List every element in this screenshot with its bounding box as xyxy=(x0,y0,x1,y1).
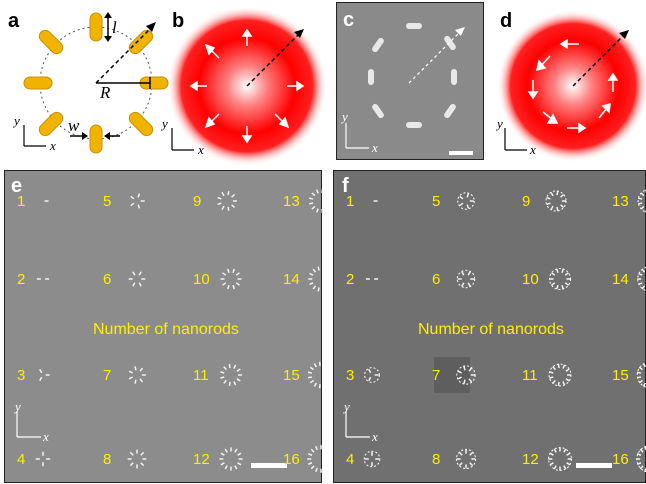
sample-number: 2 xyxy=(17,271,25,288)
sample-number: 7 xyxy=(103,367,111,384)
sample-number: 7 xyxy=(432,367,440,384)
sample-number: 14 xyxy=(283,271,300,288)
nanorod-pattern xyxy=(309,189,323,213)
sample-number: 12 xyxy=(522,451,539,468)
nanorod-pattern xyxy=(218,191,237,211)
sample-number: 13 xyxy=(283,193,300,210)
sample-number: 11 xyxy=(522,367,538,384)
sample-number: 15 xyxy=(283,367,300,384)
length-label: l xyxy=(112,18,117,38)
sample-number: 2 xyxy=(346,271,354,288)
radial-field-diagram xyxy=(168,0,328,165)
azimuthal-field-diagram xyxy=(495,0,646,165)
sample-number: 8 xyxy=(103,451,111,468)
sample-number: 14 xyxy=(612,271,629,288)
nanorod-pattern xyxy=(221,269,242,289)
nanorod-top-right xyxy=(127,28,155,56)
scale-bar xyxy=(576,463,612,468)
sample-number: 1 xyxy=(346,193,354,210)
sample-number: 3 xyxy=(346,367,354,384)
sample-number: 9 xyxy=(193,193,201,210)
sample-number: 11 xyxy=(193,367,209,384)
sample-number: 6 xyxy=(432,271,440,288)
nanorod-pattern xyxy=(547,191,566,211)
nanorod-pattern xyxy=(460,194,474,209)
nanorod-top-left xyxy=(37,28,65,56)
sample-number: 15 xyxy=(612,367,629,384)
nanorod-top xyxy=(90,13,102,41)
nanorod-bottom xyxy=(90,125,102,153)
nanorod-pattern xyxy=(129,366,146,383)
sample-number: 5 xyxy=(432,193,440,210)
axis-x-label: x xyxy=(530,142,536,158)
nanorod-pattern xyxy=(638,189,646,213)
scale-bar xyxy=(251,463,287,468)
nanorod-pattern xyxy=(307,445,323,473)
axis-x-label: x xyxy=(198,142,204,158)
axis-x-label: x xyxy=(372,429,378,445)
nanorod-pattern xyxy=(129,272,146,286)
nanorod-pattern xyxy=(219,447,242,470)
sample-number: 13 xyxy=(612,193,629,210)
axis-y-label: y xyxy=(342,109,348,125)
sem-image-ring: c y x xyxy=(336,2,484,160)
nanorod-pattern xyxy=(369,369,379,381)
nanorod-pattern xyxy=(36,452,50,466)
width-label: w xyxy=(68,116,79,136)
axis-y-label: y xyxy=(497,116,503,132)
sample-number: 4 xyxy=(346,451,354,468)
nanorod-bottom-left xyxy=(37,110,65,138)
sample-number: 4 xyxy=(17,451,25,468)
sample-number: 3 xyxy=(17,367,25,384)
sample-number: 12 xyxy=(193,451,210,468)
nanorod-pattern xyxy=(365,452,379,466)
nanorod-pattern xyxy=(128,450,147,469)
sample-number: 10 xyxy=(522,271,539,288)
nanorod-pattern xyxy=(131,194,145,209)
ring-outline xyxy=(638,189,646,213)
axis-y-label: y xyxy=(14,113,20,129)
sample-number: 9 xyxy=(522,193,530,210)
scale-bar xyxy=(449,151,473,155)
sample-number: 1 xyxy=(17,193,25,210)
sample-number: 16 xyxy=(612,451,629,468)
nanorod-pattern xyxy=(308,362,323,388)
axis-x-label: x xyxy=(43,429,49,445)
nanorod-bottom-right xyxy=(127,110,155,138)
sample-number: 5 xyxy=(103,193,111,210)
nanorod-pattern xyxy=(40,369,50,381)
axis-y-label: y xyxy=(344,399,350,415)
nanorod-pattern xyxy=(220,364,242,386)
axis-x-label: x xyxy=(50,138,56,154)
axis-y-label: y xyxy=(15,399,21,415)
sample-number: 6 xyxy=(103,271,111,288)
sample-number: 8 xyxy=(432,451,440,468)
nanorod-ring-schematic xyxy=(0,0,170,165)
panel-label-c: c xyxy=(343,9,354,32)
radius-label: R xyxy=(100,83,110,103)
sample-number: 16 xyxy=(283,451,300,468)
axis-x-label: x xyxy=(372,140,378,156)
nanorod-pattern xyxy=(308,267,323,292)
nanorod-left xyxy=(24,77,52,89)
sample-number: 10 xyxy=(193,271,210,288)
axis-y-label: y xyxy=(162,116,168,132)
nanorod-pattern xyxy=(458,272,475,286)
